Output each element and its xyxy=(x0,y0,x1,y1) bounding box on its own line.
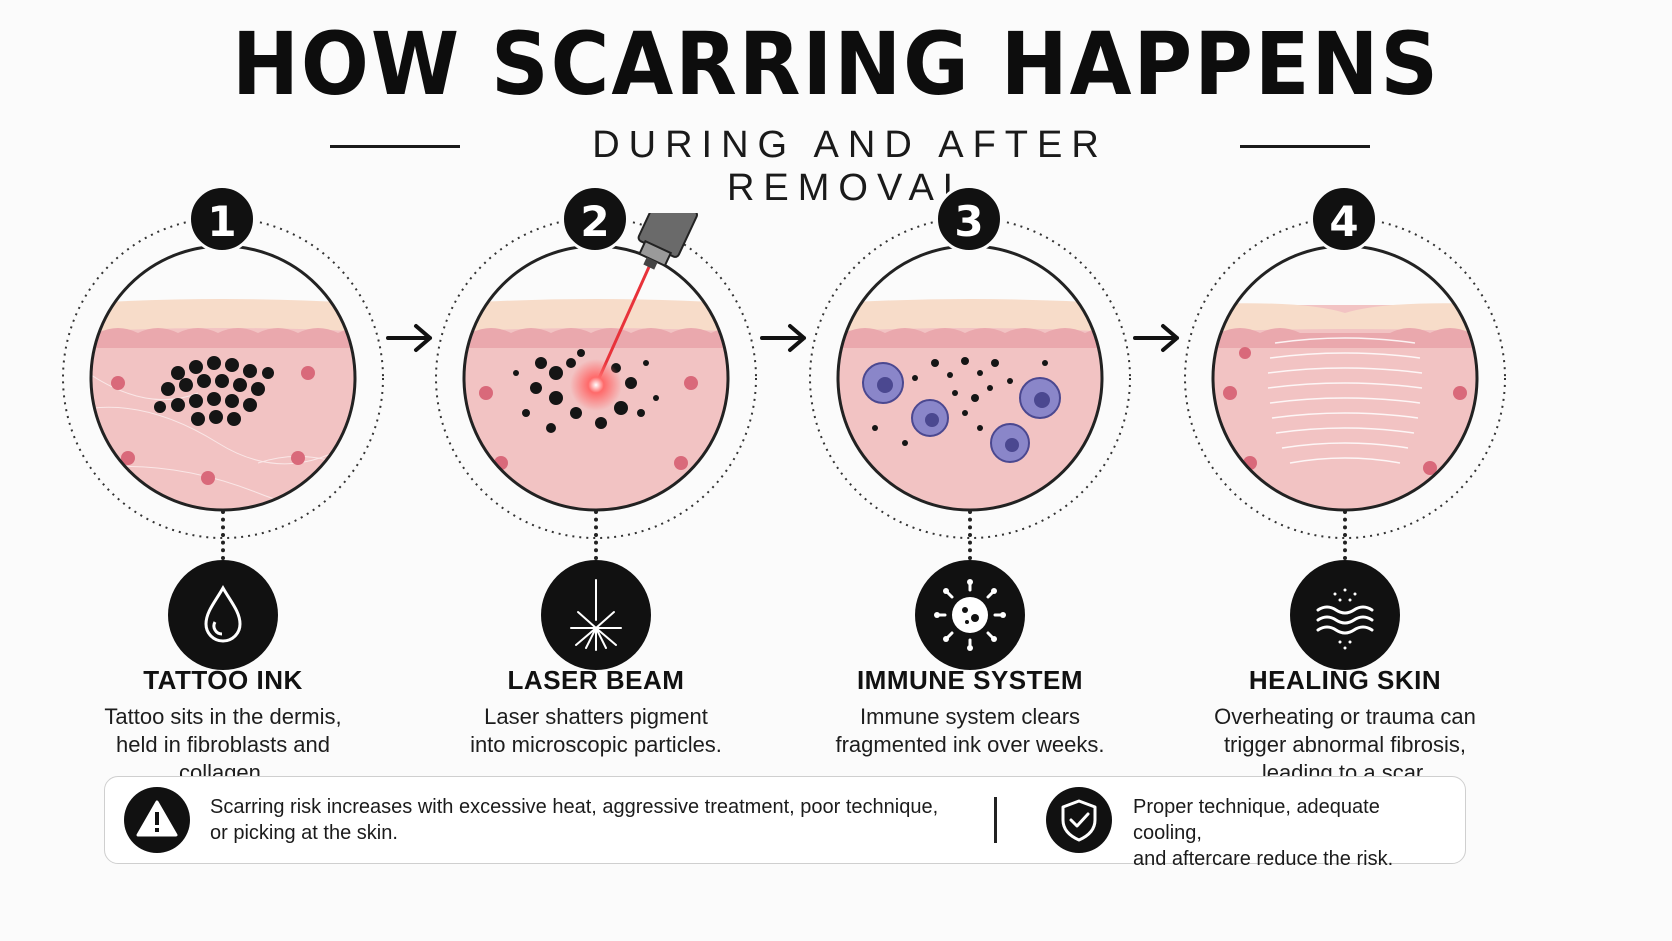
step-2-title: LASER BEAM xyxy=(507,665,685,695)
page-subtitle: DURING AND AFTER REMOVAL xyxy=(592,124,1108,209)
subtitle-row: DURING AND AFTER REMOVAL xyxy=(330,120,1370,209)
warning-text: Scarring risk increases with excessive h… xyxy=(210,794,970,846)
step-4-number-badge: 4 xyxy=(1310,185,1378,253)
step-4-skin-illustration xyxy=(1184,217,1506,539)
step-2-connector xyxy=(594,510,598,560)
step-4-connector xyxy=(1343,510,1347,560)
step-2: 2 LASER BEAM Laser shatters pigment into… xyxy=(431,185,761,785)
arrow-right-icon xyxy=(760,324,806,352)
shield-check-icon xyxy=(1046,787,1112,853)
step-2-description: Laser shatters pigment into microscopic … xyxy=(391,703,801,759)
step-3-desc-line: fragmented ink over weeks. xyxy=(835,732,1105,757)
warning-text-line: Scarring risk increases with excessive h… xyxy=(210,796,939,818)
subtitle-line-left xyxy=(330,145,460,148)
step-3-number-badge: 3 xyxy=(935,185,1003,253)
step-4-description: Overheating or trauma can trigger abnorm… xyxy=(1140,703,1550,787)
step-3-skin-illustration xyxy=(809,217,1131,539)
step-2-desc-line: Laser shatters pigment xyxy=(484,704,708,729)
step-1-desc-line: held in fibroblasts and xyxy=(115,732,331,757)
arrow-right-icon xyxy=(1133,324,1179,352)
step-1-description: Tattoo sits in the dermis, held in fibro… xyxy=(18,703,428,787)
step-1-connector xyxy=(221,510,225,560)
laser-burst-icon xyxy=(541,560,651,670)
warning-text-line: or picking at the skin. xyxy=(210,822,398,844)
step-4-desc-line: Overheating or trauma can xyxy=(1214,704,1476,729)
safety-text-line: and aftercare reduce the risk. xyxy=(1133,848,1394,870)
step-2-number-badge: 2 xyxy=(561,185,629,253)
safety-text-line: Proper technique, adequate cooling, xyxy=(1133,796,1380,844)
step-4-desc-line: trigger abnormal fibrosis, xyxy=(1223,732,1467,757)
step-1-skin-illustration xyxy=(62,217,384,539)
step-1-desc-line: Tattoo sits in the dermis, xyxy=(104,704,342,729)
page-title: HOW SCARRING HAPPENS xyxy=(231,14,1441,115)
step-4: 4 HEALING SKIN Overheating or trauma can… xyxy=(1180,185,1510,785)
step-1: 1 TATTOO INK Tattoo sits in the dermis, … xyxy=(58,185,388,785)
safety-text: Proper technique, adequate cooling, and … xyxy=(1133,794,1453,872)
step-3-connector xyxy=(968,510,972,560)
step-3-description: Immune system clears fragmented ink over… xyxy=(765,703,1175,759)
subtitle-line-right xyxy=(1240,145,1370,148)
scar-tissue-icon xyxy=(1290,560,1400,670)
step-3-title: IMMUNE SYSTEM xyxy=(856,665,1084,695)
step-1-number-badge: 1 xyxy=(188,185,256,253)
step-3-desc-line: Immune system clears xyxy=(859,704,1081,729)
step-3: 3 IMMUNE SYSTEM Immune system clears fra… xyxy=(805,185,1135,785)
warning-icon xyxy=(124,787,190,853)
step-2-skin-illustration xyxy=(435,213,757,539)
risk-footer-box: Scarring risk increases with excessive h… xyxy=(104,776,1466,870)
step-2-desc-line: into microscopic particles. xyxy=(470,732,722,757)
footer-divider xyxy=(994,797,997,843)
step-1-title: TATTOO INK xyxy=(143,665,303,695)
arrow-right-icon xyxy=(386,324,432,352)
step-4-title: HEALING SKIN xyxy=(1248,665,1442,695)
ink-drop-icon xyxy=(168,560,278,670)
immune-cell-icon xyxy=(915,560,1025,670)
